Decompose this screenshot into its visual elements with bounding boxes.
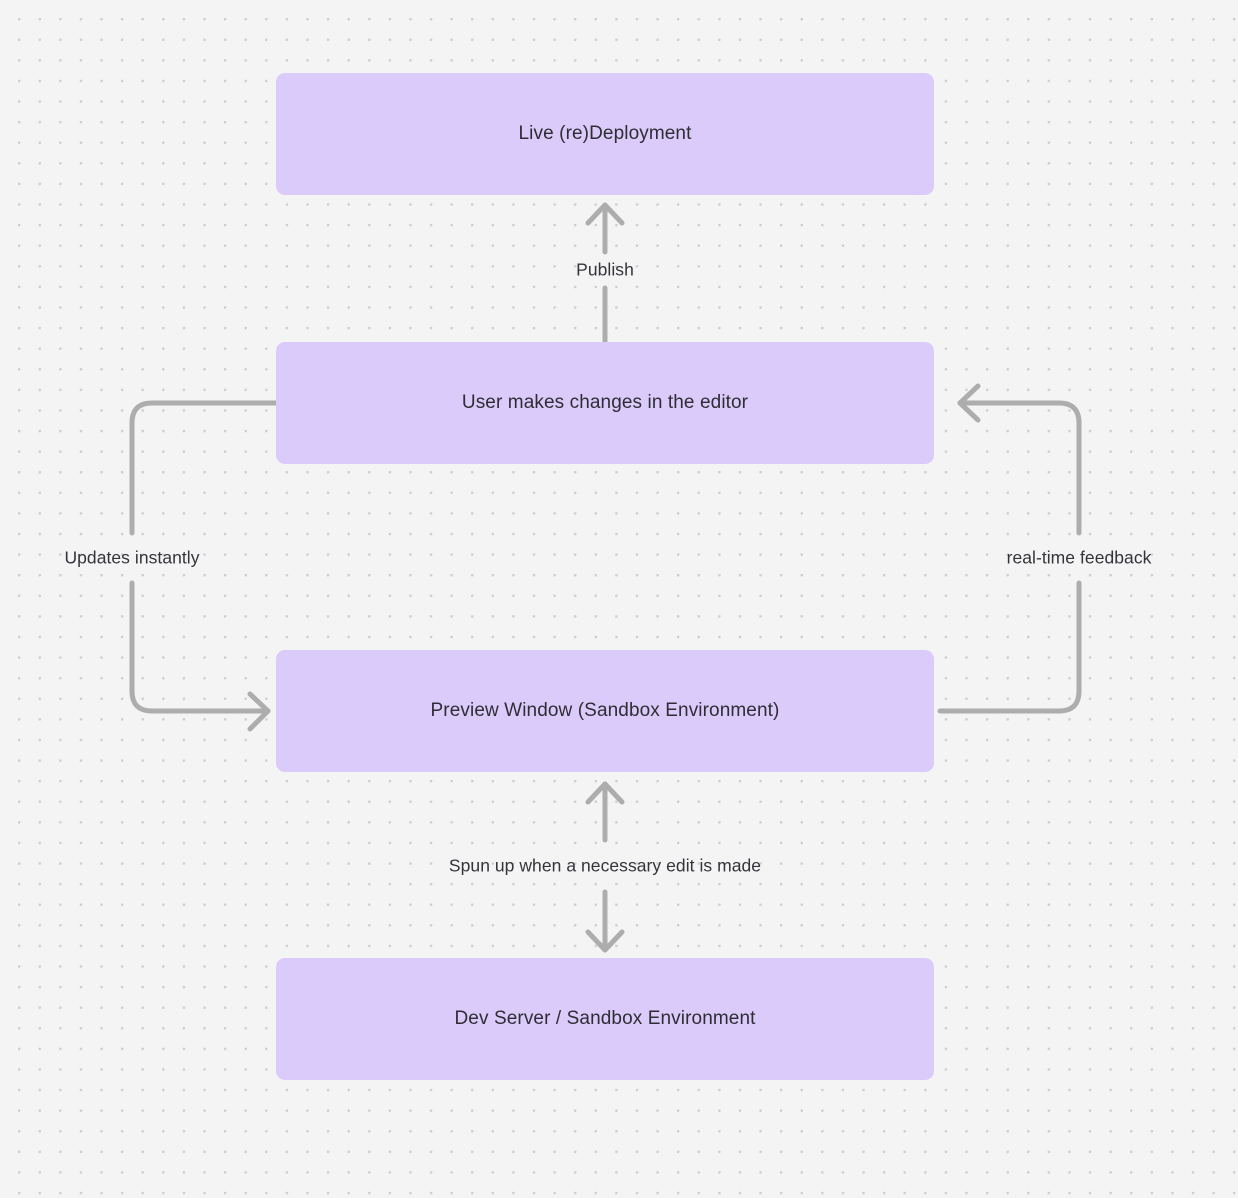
edge-spun-up-arrowhead-up bbox=[585, 781, 625, 805]
edge-label-publish: Publish bbox=[576, 259, 634, 280]
node-live-deployment-label: Live (re)Deployment bbox=[518, 123, 692, 144]
edge-label-spun-up: Spun up when a necessary edit is made bbox=[448, 855, 762, 876]
edge-spun-up-arrowhead-down bbox=[585, 929, 625, 953]
node-live-deployment[interactable]: Live (re)Deployment bbox=[276, 73, 934, 195]
edge-updates-instantly-arrowhead-right bbox=[247, 691, 271, 732]
edge-label-updates-instantly: Updates instantly bbox=[64, 547, 200, 568]
node-user-edits[interactable]: User makes changes in the editor bbox=[276, 342, 934, 464]
node-preview-window-label: Preview Window (Sandbox Environment) bbox=[430, 700, 780, 721]
edge-real-time-feedback-upper-segment bbox=[957, 400, 1082, 536]
edge-updates-instantly-lower-segment bbox=[129, 580, 271, 714]
edge-real-time-feedback-lower-segment bbox=[937, 580, 1082, 714]
edge-updates-instantly-upper-segment bbox=[129, 400, 279, 536]
node-dev-server-label: Dev Server / Sandbox Environment bbox=[454, 1008, 756, 1029]
edge-publish-arrowhead-up bbox=[585, 202, 625, 226]
node-user-edits-label: User makes changes in the editor bbox=[461, 392, 749, 413]
node-preview-window[interactable]: Preview Window (Sandbox Environment) bbox=[276, 650, 934, 772]
edge-real-time-feedback-arrowhead-left bbox=[957, 383, 981, 423]
edge-label-real-time-feedback: real-time feedback bbox=[1006, 547, 1152, 568]
node-dev-server[interactable]: Dev Server / Sandbox Environment bbox=[276, 958, 934, 1080]
